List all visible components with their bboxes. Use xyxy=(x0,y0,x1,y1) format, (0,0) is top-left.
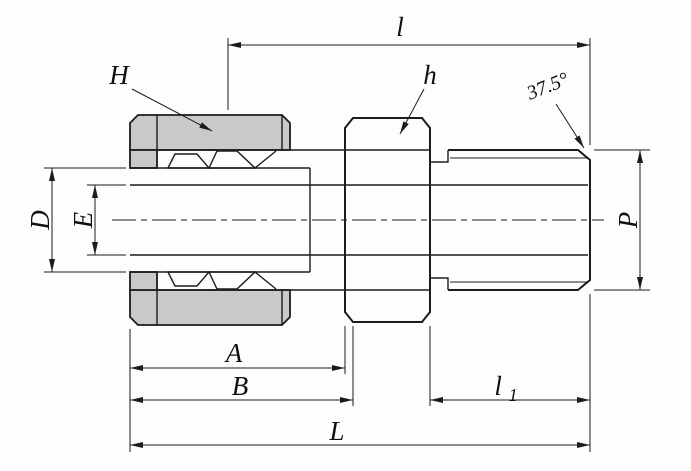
dim-label-h: h xyxy=(423,60,437,90)
nut-bore-step-upper xyxy=(129,149,158,169)
dim-label-A: A xyxy=(224,338,243,368)
leader-h xyxy=(399,88,425,135)
leader-angle xyxy=(555,103,585,149)
body-seat-cone-lower xyxy=(254,271,277,290)
back-ferrule-lower xyxy=(166,271,211,287)
back-ferrule-upper xyxy=(166,153,211,169)
dim-label-l1-base: l xyxy=(494,371,502,401)
body-seat-cone-upper xyxy=(254,150,277,169)
thread-root-line xyxy=(450,157,588,283)
thread-relief-groove xyxy=(430,150,449,290)
dim-label-P: P xyxy=(613,212,643,230)
front-ferrule-lower xyxy=(207,271,257,290)
ext-line-l xyxy=(227,38,591,145)
dim-label-l: l xyxy=(396,12,404,42)
bore-line xyxy=(130,184,588,256)
dimension-annotations: l H h 37.5° D E P A B xyxy=(25,12,650,452)
ext-line-D xyxy=(44,167,126,273)
hex-body xyxy=(344,117,431,323)
thread-outline xyxy=(448,149,591,291)
dim-label-H: H xyxy=(108,60,130,90)
dim-label-B: B xyxy=(232,371,249,401)
dim-label-angle: 37.5° xyxy=(523,68,572,105)
fitting-part xyxy=(112,114,604,326)
dim-label-L: L xyxy=(328,416,344,446)
dim-label-E: E xyxy=(68,211,98,229)
nut-lower-body xyxy=(129,289,291,326)
dim-label-l1-sub: 1 xyxy=(509,385,518,405)
nut-bore-step-lower xyxy=(129,271,158,291)
dim-label-l1: l 1 xyxy=(494,371,517,405)
front-ferrule-upper xyxy=(207,150,257,169)
dim-label-D: D xyxy=(25,210,55,231)
leader-H xyxy=(131,88,213,132)
nut-upper-body xyxy=(129,114,291,151)
